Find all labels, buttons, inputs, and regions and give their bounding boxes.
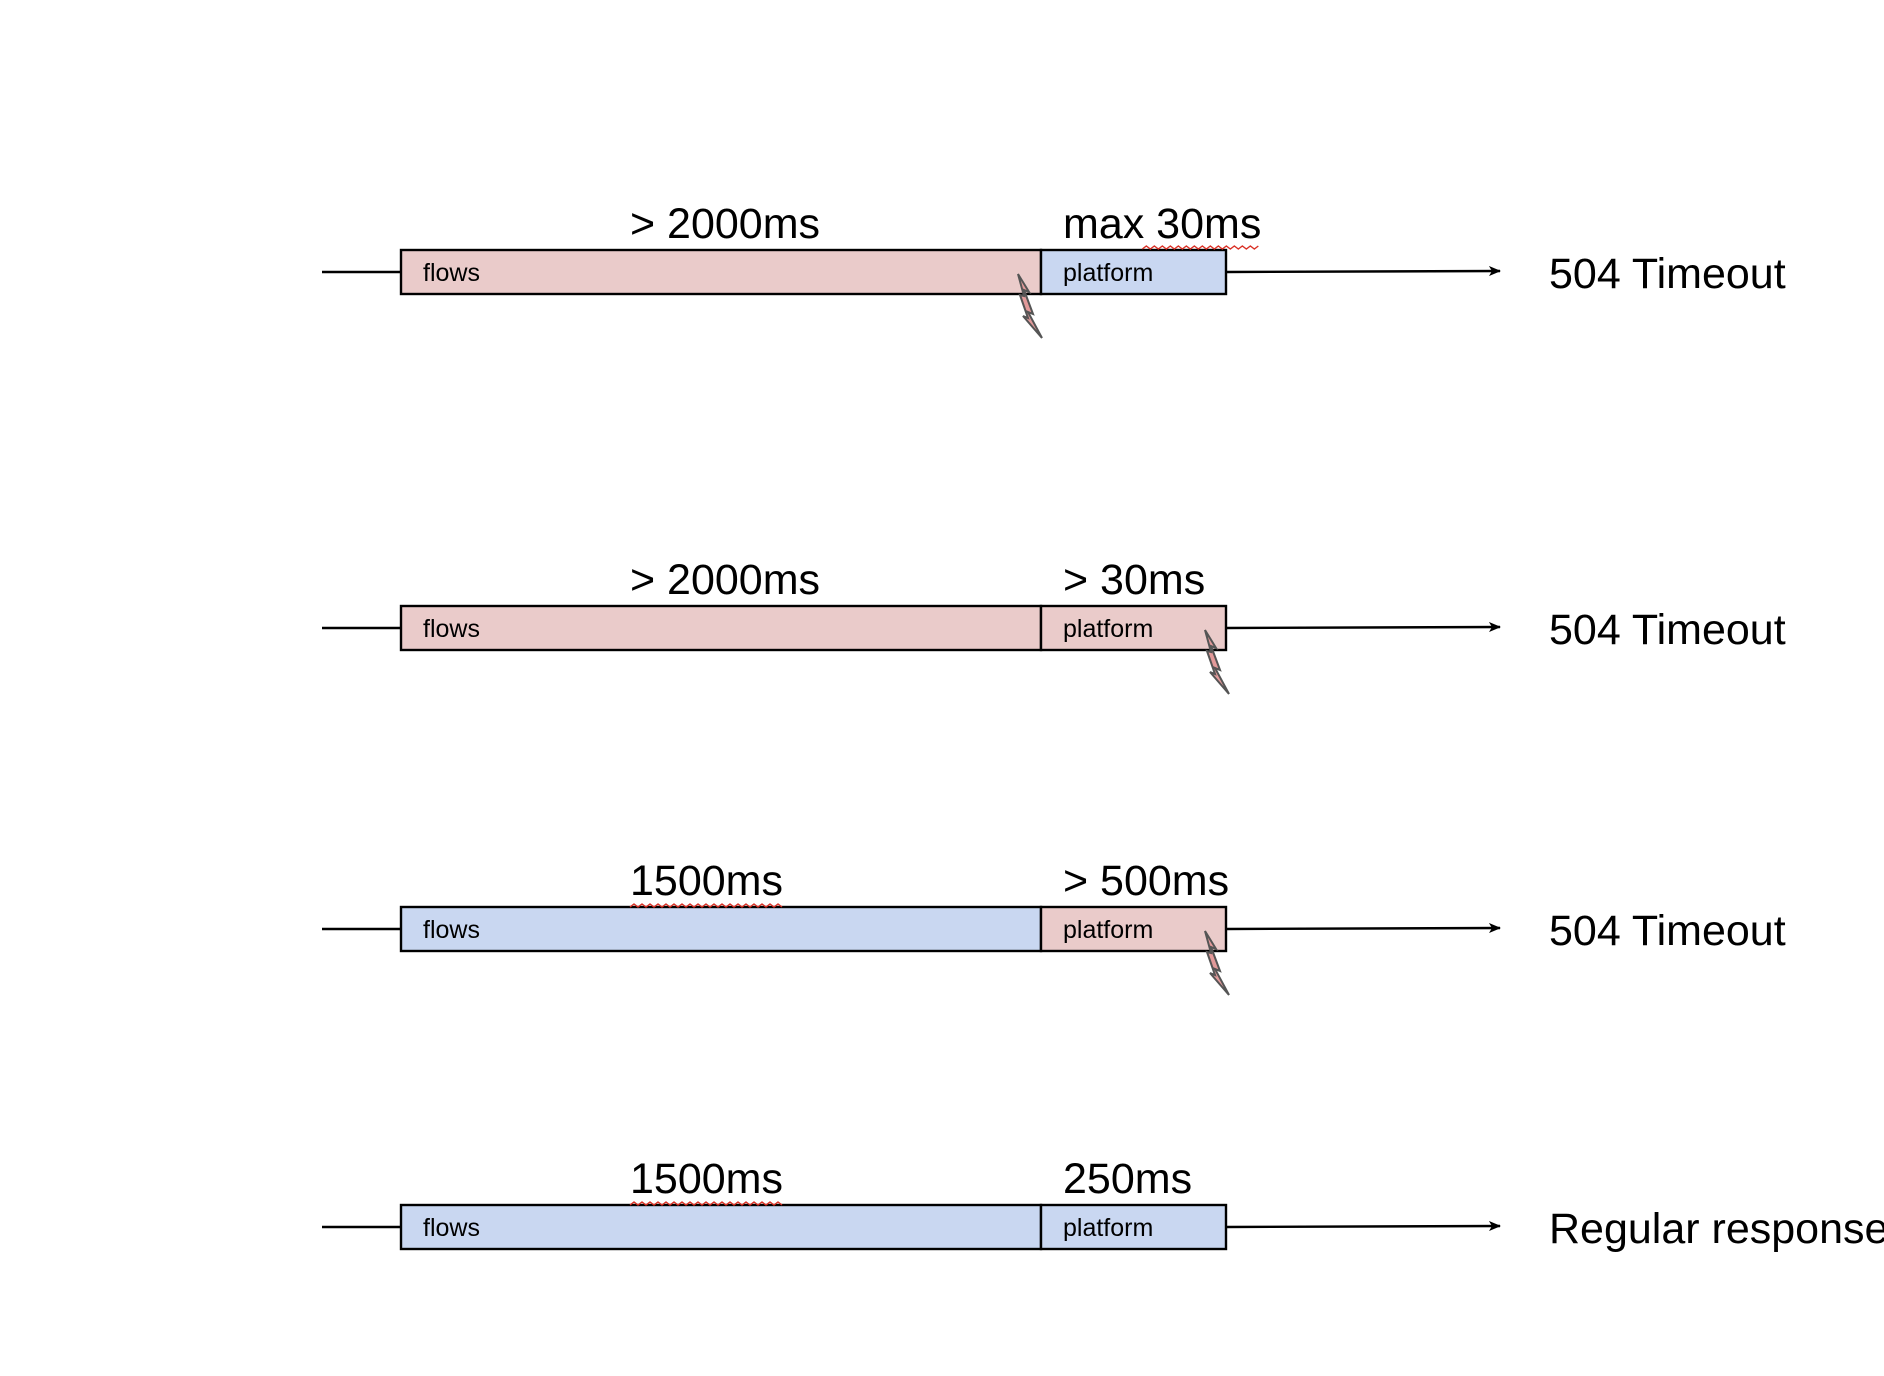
outcome-label: 504 Timeout: [1549, 250, 1786, 298]
flows-segment: [399, 248, 1043, 296]
flows-segment-label: flows: [423, 259, 480, 287]
response-arrow: [1225, 622, 1501, 633]
lightning-bolt-icon: [1204, 629, 1230, 695]
platform-segment-label: platform: [1063, 259, 1153, 287]
timeline-row: flows platform 1500ms > 500ms 504 Timeout: [322, 857, 1786, 996]
flows-segment-label: flows: [423, 916, 480, 944]
platform-duration-label: > 30ms: [1063, 556, 1205, 604]
flows-duration-label: 1500ms: [630, 857, 783, 905]
platform-segment-label: platform: [1063, 916, 1153, 944]
flows-duration-label: > 2000ms: [630, 556, 820, 604]
spellcheck-squiggle: [629, 1201, 783, 1206]
platform-duration-label: > 500ms: [1063, 857, 1229, 905]
platform-segment: [1039, 1203, 1228, 1251]
response-arrow: [1225, 266, 1501, 277]
response-arrow: [1225, 1221, 1501, 1232]
outcome-label: 504 Timeout: [1549, 606, 1786, 654]
platform-duration-label: 250ms: [1063, 1155, 1192, 1203]
platform-segment-label: platform: [1063, 615, 1153, 643]
platform-segment-label: platform: [1063, 1214, 1153, 1242]
spellcheck-squiggle: [1141, 245, 1259, 250]
flows-segment-label: flows: [423, 615, 480, 643]
flows-duration-label: 1500ms: [630, 1155, 783, 1203]
platform-duration-label: max 30ms: [1063, 200, 1261, 248]
timeline-row: flows platform > 2000ms > 30ms 504 Timeout: [322, 556, 1786, 695]
outcome-label: 504 Timeout: [1549, 907, 1786, 955]
spellcheck-squiggle: [629, 903, 783, 908]
lightning-bolt-icon: [1017, 273, 1043, 339]
flows-segment: [399, 1203, 1043, 1251]
timeline-row: flows platform > 2000ms max 30ms 504 Timeout: [322, 200, 1786, 339]
flows-duration-label: > 2000ms: [630, 200, 820, 248]
platform-segment: [1039, 905, 1228, 953]
lightning-bolt-icon: [1204, 930, 1230, 996]
flows-segment-label: flows: [423, 1214, 480, 1242]
flows-segment: [399, 604, 1043, 652]
outcome-label: Regular response: [1549, 1205, 1884, 1253]
response-arrow: [1225, 923, 1501, 934]
flows-segment: [399, 905, 1043, 953]
